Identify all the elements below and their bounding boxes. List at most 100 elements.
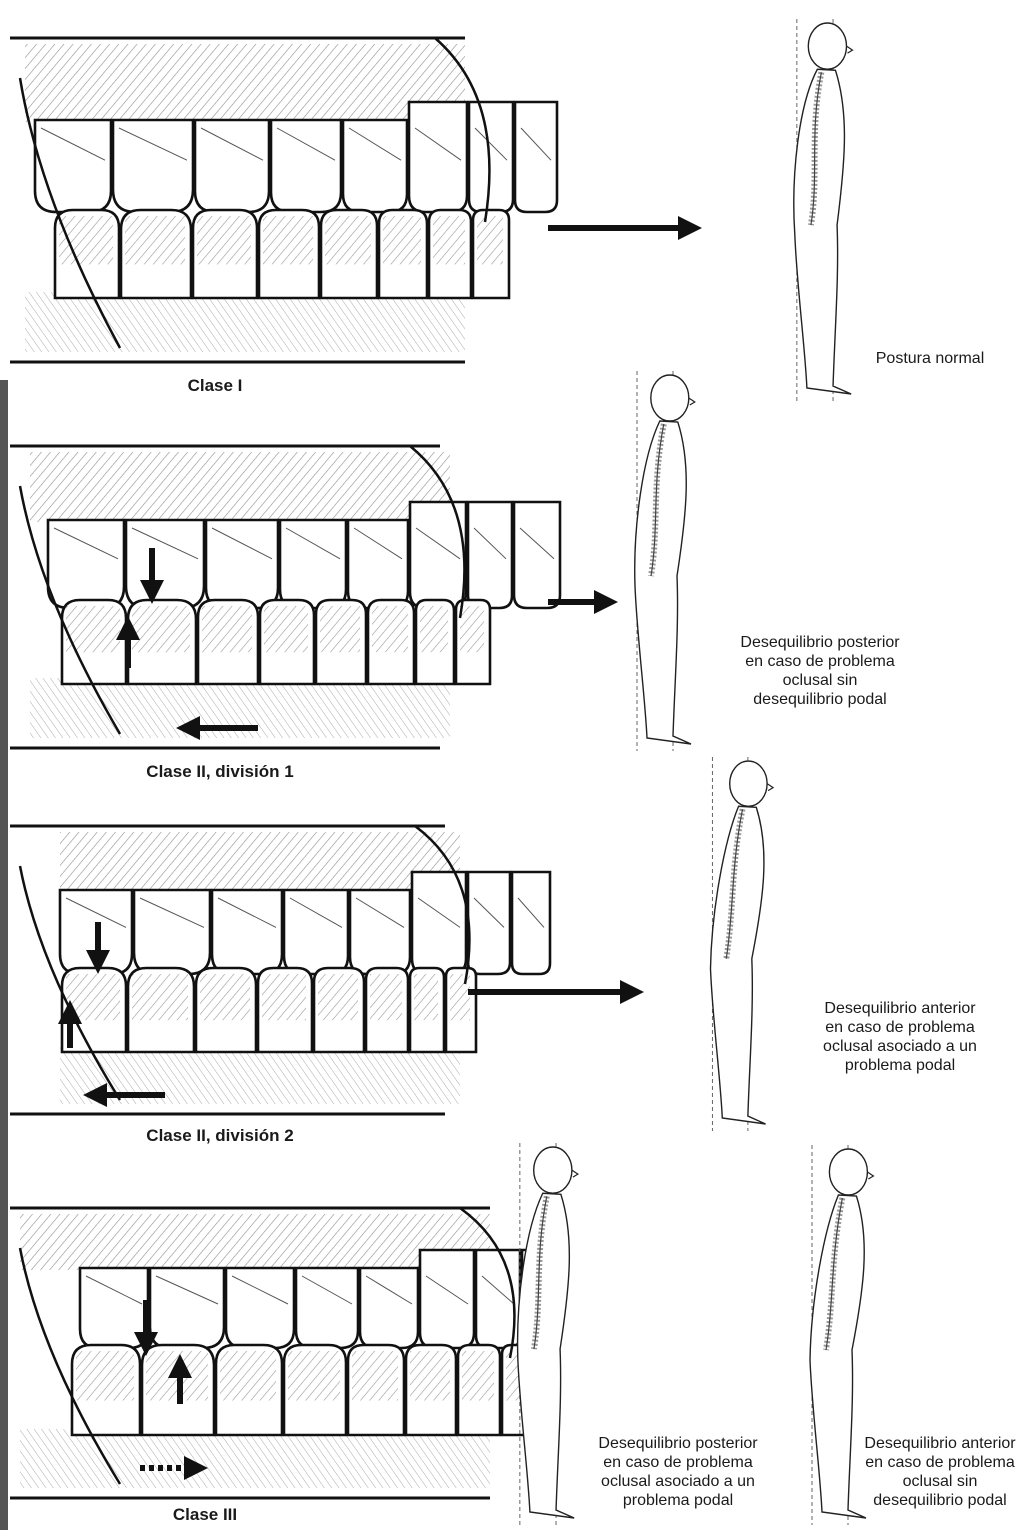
lower-gum <box>20 1429 490 1488</box>
nose <box>767 784 773 791</box>
nose <box>689 398 695 405</box>
upper-tooth <box>360 1268 418 1348</box>
upper-tooth <box>195 120 269 212</box>
upper-tooth <box>280 520 346 608</box>
class-ii-div2-label: Clase II, división 2 <box>110 1126 330 1146</box>
caption-anterior-sin-podal: Desequilibrio anterior en caso de proble… <box>850 1435 1030 1511</box>
upper-gum <box>30 452 450 522</box>
nose <box>572 1170 578 1177</box>
upper-tooth <box>420 1250 474 1348</box>
lower-gum <box>25 292 465 352</box>
tooth-shading <box>262 974 306 1020</box>
tooth-shading <box>410 1351 450 1401</box>
tooth-shading <box>263 216 313 264</box>
upper-tooth <box>126 520 204 608</box>
caption-line: Desequilibrio anterior <box>800 1000 1000 1019</box>
upper-tooth <box>271 120 341 212</box>
page-edge-shadow <box>0 380 8 1530</box>
caption-line: problema podal <box>800 1057 1000 1076</box>
tooth-shading <box>202 606 252 652</box>
caption-line: desequilibrio podal <box>720 691 920 710</box>
tooth-shading <box>320 606 360 652</box>
tooth-shading <box>460 606 484 652</box>
tooth-shading <box>420 606 448 652</box>
tooth-shading <box>372 606 408 652</box>
caption-anterior-asociado-podal: Desequilibrio anterior en caso de proble… <box>800 1000 1000 1076</box>
dental-arch-clase-ii-div1 <box>10 446 560 748</box>
caption-line: oclusal sin <box>720 672 920 691</box>
tooth-shading <box>370 974 402 1020</box>
caption-posterior-asociado-podal: Desequilibrio posterior en caso de probl… <box>578 1435 778 1511</box>
caption-line: en caso de problema <box>578 1454 778 1473</box>
caption-line: en caso de problema <box>800 1019 1000 1038</box>
tooth-shading <box>132 974 188 1020</box>
head <box>808 23 846 69</box>
upper-tooth <box>409 102 467 212</box>
upper-tooth <box>296 1268 358 1348</box>
upper-tooth <box>343 120 407 212</box>
tooth-shading <box>288 1351 340 1401</box>
figure-posterior-imbalance <box>635 371 695 751</box>
tooth-shading <box>132 606 190 652</box>
upper-tooth <box>134 890 210 974</box>
class-ii-div1-label: Clase II, división 1 <box>110 762 330 782</box>
upper-tooth <box>512 872 550 974</box>
caption-line: Desequilibrio posterior <box>720 634 920 653</box>
head <box>534 1147 572 1193</box>
upper-tooth <box>515 102 557 212</box>
tooth-shading <box>264 606 308 652</box>
upper-tooth <box>48 520 124 608</box>
caption-line: en caso de problema <box>720 653 920 672</box>
tooth-shading <box>414 974 438 1020</box>
upper-tooth <box>348 520 408 608</box>
tooth-shading <box>477 216 503 264</box>
tooth-shading <box>197 216 251 264</box>
tooth-shading <box>383 216 421 264</box>
tooth-shading <box>125 216 185 264</box>
tooth-shading <box>76 1351 134 1401</box>
body-outline <box>794 69 851 394</box>
head <box>829 1149 867 1195</box>
upper-tooth <box>35 120 111 212</box>
tooth-shading <box>433 216 465 264</box>
tooth-shading <box>325 216 371 264</box>
upper-gum <box>60 832 460 892</box>
tooth-shading <box>318 974 358 1020</box>
upper-tooth <box>350 890 410 974</box>
tooth-shading <box>450 974 470 1020</box>
dental-arch-clase-ii-div2 <box>10 826 550 1114</box>
upper-tooth <box>468 872 510 974</box>
body-outline <box>635 421 691 744</box>
caption-line: Desequilibrio posterior <box>578 1435 778 1454</box>
class-iii-label: Clase III <box>140 1505 270 1525</box>
caption-line: problema podal <box>578 1492 778 1511</box>
caption-posterior-sin-podal: Desequilibrio posterior en caso de probl… <box>720 634 920 710</box>
body-outline <box>518 1193 575 1518</box>
upper-tooth <box>468 502 512 608</box>
upper-tooth <box>150 1268 224 1348</box>
upper-tooth <box>113 120 193 212</box>
upper-tooth <box>514 502 560 608</box>
tooth-shading <box>462 1351 494 1401</box>
upper-tooth <box>80 1268 148 1348</box>
upper-tooth <box>206 520 278 608</box>
upper-tooth <box>412 872 466 974</box>
dental-arch-clase-i <box>10 38 557 362</box>
upper-tooth <box>469 102 513 212</box>
caption-line: oclusal asociado a un <box>578 1473 778 1492</box>
nose <box>847 46 853 53</box>
head <box>651 375 689 421</box>
figure-posterior-imbalance-podal <box>518 1143 578 1525</box>
dental-arch-clase-iii <box>10 1208 560 1498</box>
class-i-label: Clase I <box>150 376 280 396</box>
head <box>730 761 767 806</box>
tooth-shading <box>352 1351 398 1401</box>
upper-tooth <box>212 890 282 974</box>
caption-line: desequilibrio podal <box>850 1492 1030 1511</box>
caption-line: en caso de problema <box>850 1454 1030 1473</box>
upper-gum <box>25 44 465 122</box>
figure-normal-posture <box>794 19 853 401</box>
caption-line: Desequilibrio anterior <box>850 1435 1030 1454</box>
caption-line: oclusal sin <box>850 1473 1030 1492</box>
